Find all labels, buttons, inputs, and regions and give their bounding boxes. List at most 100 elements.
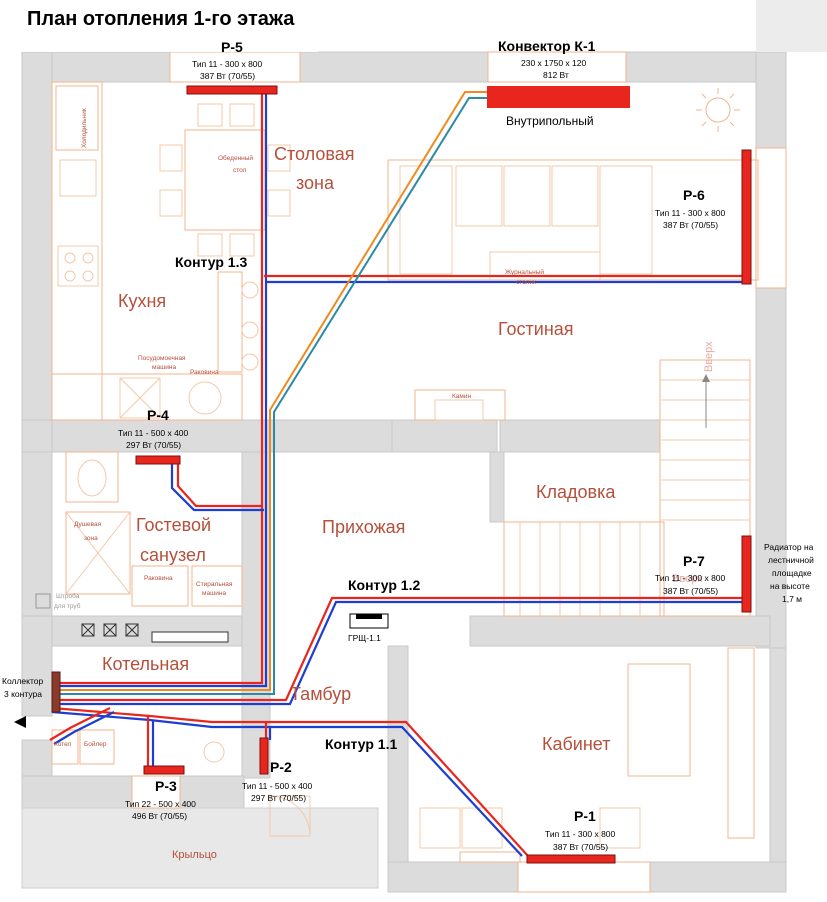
room-kabinet: Кабинет: [542, 734, 610, 754]
label-p7-note1: Радиатор на: [764, 542, 814, 552]
radiator-p2: [259, 737, 269, 775]
pipe-p4-return: [170, 462, 264, 512]
pipe-p5-return: [52, 90, 268, 688]
label-stol: стол: [233, 167, 247, 174]
label-p4-power: 297 Вт (70/55): [126, 440, 181, 450]
label-p6-power: 387 Вт (70/55): [663, 220, 718, 230]
window-p5: [169, 51, 301, 83]
label-p2-type: Тип 11 - 500 х 400: [242, 781, 313, 791]
label-k1-type: 230 х 1750 х 120: [521, 58, 586, 68]
label-contour-13: Контур 1.3: [175, 254, 247, 270]
label-holodilnik: Холодильник: [81, 108, 88, 148]
wall-right-3: [769, 647, 787, 871]
toilet-area: [65, 451, 119, 503]
washing-machine: [191, 565, 243, 607]
staircase: [503, 359, 751, 617]
sink-upper: [59, 159, 97, 197]
window-p6: [755, 147, 787, 289]
wall-left-kot: [21, 615, 53, 717]
label-mashina: машина: [152, 364, 177, 371]
porch-area: [21, 807, 379, 889]
room-prihozhaya: Прихожая: [322, 517, 405, 537]
label-p1-power: 387 Вт (70/55): [553, 842, 608, 852]
room-gostevoy: Гостевой: [136, 515, 211, 535]
radiator-p5: [186, 85, 278, 95]
room-kryltso: Крыльцо: [172, 849, 217, 861]
label-rakovina-bath: Раковина: [144, 575, 173, 582]
label-k1-power: 812 Вт: [543, 70, 569, 80]
wall-right-1: [755, 51, 787, 149]
label-obedenny: Обеденный: [218, 154, 253, 162]
label-contour-12: Контур 1.2: [348, 577, 420, 593]
pipe-k1-supply: [52, 91, 488, 691]
label-p6-name: Р-6: [683, 187, 705, 203]
room-kotelnaya: Котельная: [102, 654, 189, 674]
pipe-p7-return: [52, 600, 746, 706]
label-contour-11: Контур 1.1: [325, 736, 397, 752]
label-p4-type: Тип 11 - 500 х 400: [118, 428, 189, 438]
label-shtroba: Штроба: [56, 592, 80, 600]
pipes: [49, 88, 746, 857]
wall-top-mid: [299, 51, 489, 83]
label-collector-2: 3 контура: [4, 689, 42, 699]
label-zhurnal: Журнальный: [505, 268, 544, 276]
kotelnaya-shelf: [151, 631, 229, 643]
kitchen-island: [217, 271, 243, 373]
pipe-p1-supply: [51, 706, 529, 857]
label-dush: Душевая: [74, 521, 102, 528]
label-p1-type: Тип 11 - 300 х 800: [545, 829, 616, 839]
label-p3-type: Тип 22 - 500 х 400: [125, 799, 196, 809]
label-p7-note4: на высоте: [770, 581, 810, 591]
window-p1: [517, 861, 651, 893]
corner-shade: [756, 0, 827, 52]
stove: [57, 245, 99, 287]
label-rakovina: Раковина: [190, 369, 219, 376]
label-kotel: Котел: [54, 741, 72, 748]
labels: План отопления 1-го этажа Столовая зона …: [2, 8, 815, 861]
wall-right-2: [755, 287, 787, 649]
radiator-p6: [741, 149, 752, 285]
label-p7-note5: 1,7 м: [782, 594, 802, 604]
label-p1-name: Р-1: [574, 808, 596, 824]
wall-bottom-left: [21, 775, 133, 809]
radiator-p1: [526, 854, 616, 864]
label-p7-note2: лестничной: [768, 555, 814, 565]
label-p3-power: 496 Вт (70/55): [132, 811, 187, 821]
radiator-p3: [143, 765, 185, 775]
wall-left-mid: [21, 419, 53, 453]
radiators: [14, 85, 752, 864]
pipe-p7-supply: [52, 596, 746, 702]
manifold-collector: [51, 671, 61, 713]
pipe-p4-supply: [176, 462, 262, 508]
room-stolovaya-zona: зона: [296, 173, 335, 193]
label-p4-name: Р-4: [147, 407, 169, 423]
water-heater: [79, 729, 115, 765]
kitchen-bottom-counter: [51, 373, 243, 421]
label-p7-note3: площадке: [772, 568, 812, 578]
label-dush-zona: зона: [84, 535, 98, 542]
shower-zone: [65, 511, 131, 595]
wall-left-upper: [21, 51, 53, 421]
label-stiralnaya: Стиральная: [196, 581, 233, 588]
wall-kladovka-left: [489, 451, 505, 523]
label-k1-note: Внутрипольный: [506, 114, 594, 128]
room-gostinaya: Гостиная: [498, 319, 574, 339]
entry-arrow-icon: [14, 716, 26, 728]
label-collector: Коллектор: [2, 676, 43, 686]
sun-decor: [696, 88, 740, 132]
room-stolovaya: Столовая: [274, 144, 355, 164]
label-stir-mashina: машина: [202, 590, 227, 597]
radiator-p7: [741, 535, 752, 613]
label-kamin: Камин: [452, 393, 472, 400]
dishwasher: [119, 377, 161, 419]
radiator-p4: [135, 455, 181, 465]
wall-int-right: [499, 419, 661, 453]
label-p6-type: Тип 11 - 300 х 800: [655, 208, 726, 218]
bookshelf: [727, 647, 755, 839]
page-title: План отопления 1-го этажа: [27, 8, 295, 30]
label-p5-name: Р-5: [221, 39, 243, 55]
walls: [21, 0, 827, 893]
kitchen-sink: [188, 381, 222, 415]
label-k1-name: Конвектор К-1: [498, 38, 596, 54]
room-kladovka: Кладовка: [536, 482, 616, 502]
